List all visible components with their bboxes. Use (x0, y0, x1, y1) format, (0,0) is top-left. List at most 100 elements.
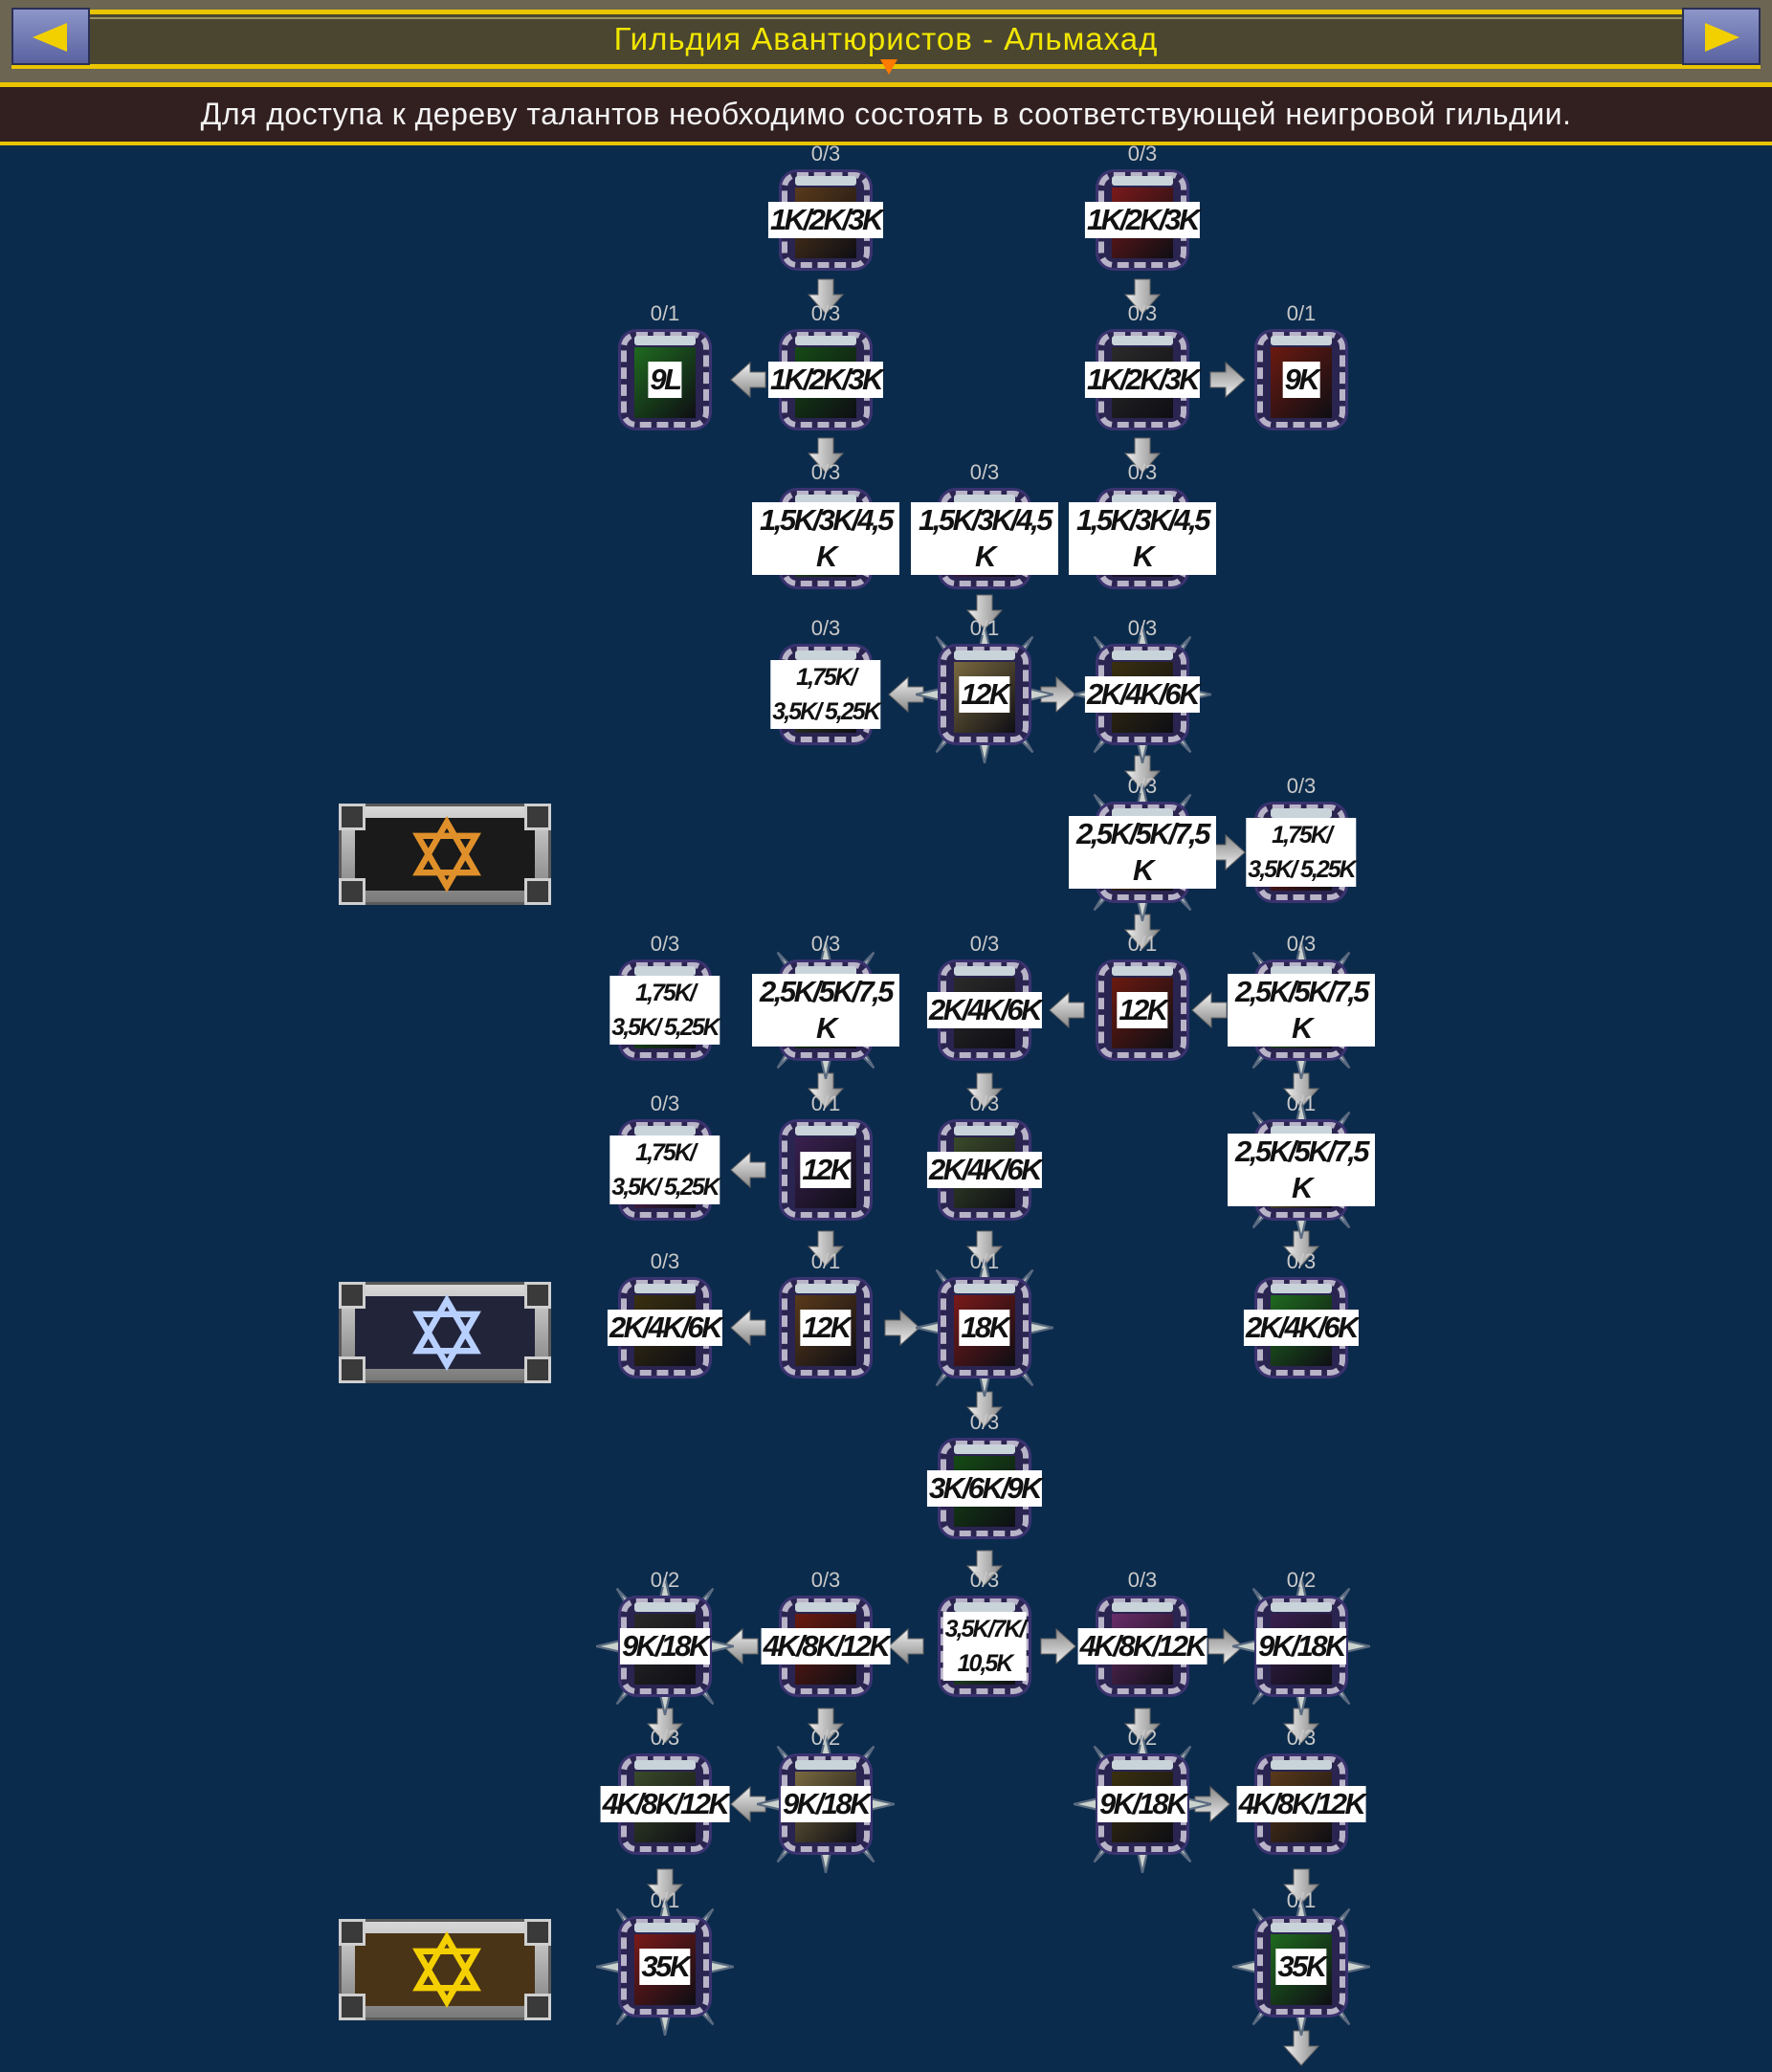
talent-cost-line: 3,5K/ 5,25K (611, 1174, 720, 1201)
talent-cost-line: 2,5K/5K/7,5K (1076, 817, 1210, 887)
talent-node[interactable]: 35K 0/1 (1232, 1890, 1370, 2036)
talent-cost-line: 9K/18K (1257, 1629, 1347, 1663)
talent-rank: 0/3 (969, 1410, 1000, 1434)
talent-cost: 2K/4K/6K (926, 1152, 1043, 1188)
arrow-down-icon (1282, 1867, 1320, 1906)
talent-rank: 0/3 (1286, 932, 1317, 956)
talent-node[interactable]: 2,5K/5K/7,5K 0/3 (1069, 776, 1216, 921)
arrow-down-icon (1123, 436, 1162, 474)
talent-cost-line: 3,5K/ 5,25K (1248, 856, 1356, 883)
talent-cost: 4K/8K/12K (761, 1628, 891, 1664)
title-bar-frame: Гильдия Авантюристов - Альмахад (0, 0, 1772, 82)
talent-rank: 0/3 (650, 1726, 680, 1750)
talent-cost-line: 12K (802, 1153, 852, 1186)
talent-rank: 0/1 (1286, 1888, 1317, 1912)
talent-cost: 4K/8K/12K (1236, 1786, 1366, 1822)
next-guild-button[interactable] (1682, 8, 1761, 65)
talent-cost-line: 2K/4K/6K (928, 1153, 1043, 1186)
page-title: Гильдия Авантюристов - Альмахад (613, 21, 1159, 56)
talent-cost-line: 2K/4K/6K (1245, 1311, 1360, 1344)
talent-rank: 0/3 (810, 1568, 841, 1592)
talent-cost-line: 3,5K/ 5,25K (772, 698, 880, 725)
notice-text: Для доступа к дереву талантов необходимо… (200, 97, 1572, 131)
talent-cost: 1,75K/3,5K/ 5,25K (609, 976, 720, 1045)
talent-rank: 0/3 (1286, 774, 1317, 798)
arrow-right-icon (883, 1309, 921, 1347)
arrow-left-icon (887, 675, 925, 714)
talent-cost-line: 1K/2K/3K (1086, 203, 1201, 236)
arrow-left-icon (887, 1627, 925, 1665)
arrow-down-icon (965, 1549, 1004, 1587)
talent-node[interactable]: 3K/6K/9K 0/3 (926, 1412, 1043, 1542)
arrow-down-icon (965, 1229, 1004, 1267)
talent-node[interactable]: 4K/8K/12K 0/3 (761, 1570, 891, 1700)
talent-cost-line: 2K/4K/6K (1086, 677, 1201, 711)
talent-node[interactable]: 1,5K/3K/4,5K 0/3 (911, 462, 1058, 592)
talent-cost-line: 12K (802, 1311, 852, 1344)
talent-cost: 35K (639, 1949, 691, 1985)
title-marker-icon (880, 59, 897, 75)
talent-rank: 0/3 (810, 932, 841, 956)
talent-node[interactable]: 12K 0/1 (772, 1251, 879, 1381)
talent-cost: 35K (1275, 1949, 1327, 1985)
prev-guild-button[interactable] (11, 8, 90, 65)
talent-rank: 0/1 (810, 1249, 841, 1273)
arrow-down-icon (807, 1071, 845, 1110)
talent-rank: 0/3 (810, 460, 841, 484)
talent-cost-line: 1,5K/3K/4,5K (1076, 503, 1210, 573)
talent-rank: 0/3 (969, 460, 1000, 484)
talent-cost-line: 4K/8K/12K (1238, 1787, 1366, 1820)
arrow-down-icon (646, 1707, 684, 1745)
talent-node[interactable]: 2,5K/5K/7,5K 0/3 (752, 934, 899, 1079)
arrow-down-icon (965, 1071, 1004, 1110)
talent-cost-line: 1,5K/3K/4,5K (919, 503, 1052, 573)
talent-cost: 3K/6K/9K (926, 1470, 1043, 1507)
talent-rank: 0/3 (1127, 1568, 1158, 1592)
rank-badge-silver (339, 1282, 551, 1383)
arrow-down-icon (807, 436, 845, 474)
arrow-left-icon (721, 1627, 760, 1665)
talent-rank: 0/1 (650, 301, 680, 325)
talent-rank: 0/3 (810, 301, 841, 325)
arrow-down-icon (1123, 277, 1162, 316)
talent-cost: 12K (800, 1310, 852, 1346)
talent-cost: 9K/18K (780, 1786, 872, 1822)
talent-rank: 0/3 (1127, 774, 1158, 798)
talent-cost-line: 12K (961, 677, 1010, 711)
talent-cost: 3,5K/7K/10,5K (942, 1612, 1027, 1681)
talent-cost: 2,5K/5K/7,5K (752, 974, 899, 1047)
talent-cost-line: 2K/4K/6K (609, 1311, 723, 1344)
